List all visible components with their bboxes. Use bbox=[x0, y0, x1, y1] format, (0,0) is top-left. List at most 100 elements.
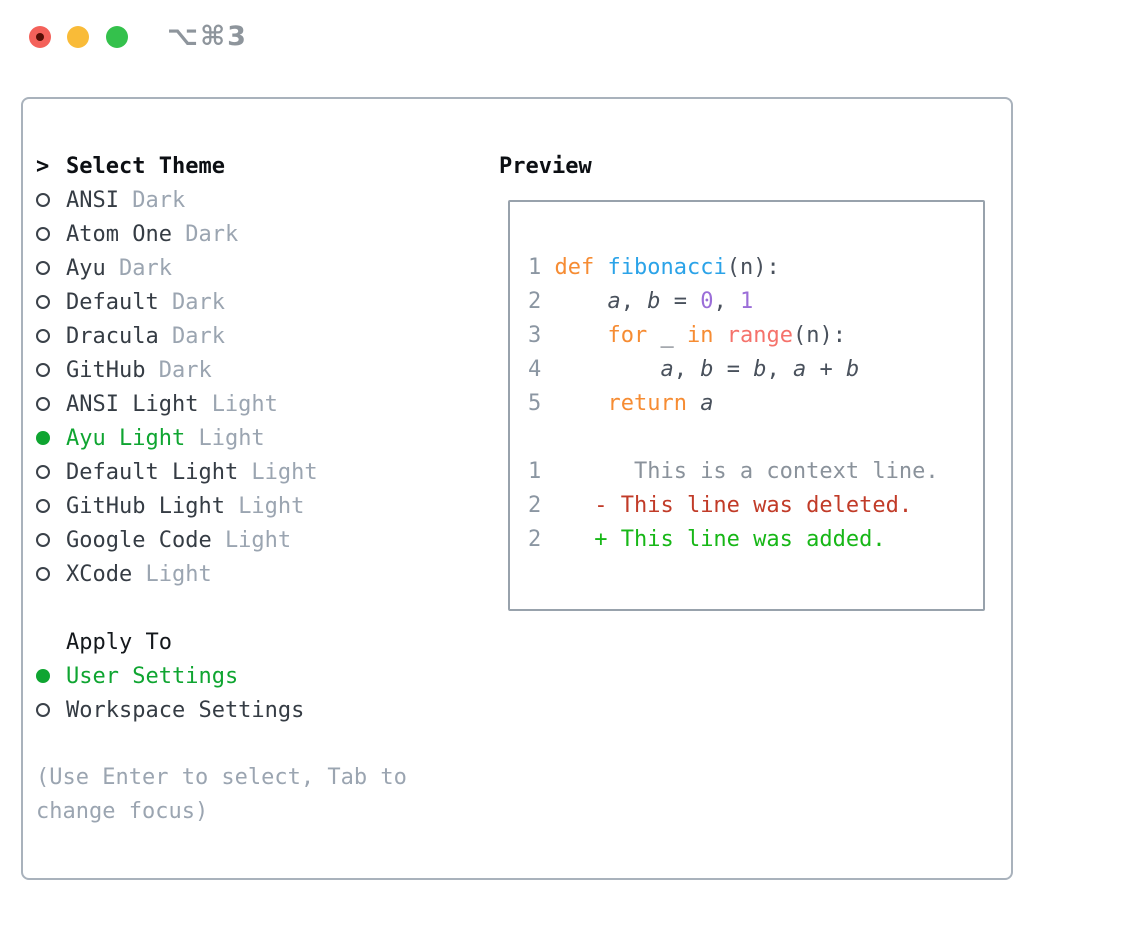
variant-tag: Dark bbox=[185, 221, 239, 247]
radio-marker bbox=[36, 261, 66, 275]
theme-option[interactable]: Google Code Light bbox=[36, 523, 318, 557]
apply-to-title: Apply To bbox=[66, 629, 172, 655]
radio-marker bbox=[36, 499, 66, 513]
radio-marker bbox=[36, 567, 66, 581]
option-label: User Settings bbox=[66, 663, 239, 689]
radio-unselected-icon bbox=[36, 193, 50, 207]
diff-text: - This line was deleted. bbox=[541, 493, 913, 518]
variant-tag: Dark bbox=[171, 323, 225, 349]
code-line: 5 return a bbox=[528, 391, 714, 416]
option-label: ANSI Light bbox=[66, 391, 199, 417]
option-label: Workspace Settings bbox=[66, 697, 305, 723]
code-line: 4 a, b = b, a + b bbox=[528, 357, 860, 382]
variant-tag: Light bbox=[145, 561, 212, 587]
variant-tag: Dark bbox=[118, 255, 172, 281]
preview-title: Preview bbox=[499, 153, 592, 179]
radio-marker bbox=[36, 533, 66, 547]
theme-list-header: > Select Theme bbox=[36, 149, 318, 183]
radio-unselected-icon bbox=[36, 363, 50, 377]
radio-unselected-icon bbox=[36, 533, 50, 547]
diff-line-deleted: 2 - This line was deleted. bbox=[528, 489, 983, 523]
variant-tag: Dark bbox=[132, 187, 186, 213]
radio-selected-icon bbox=[36, 669, 50, 683]
radio-unselected-icon bbox=[36, 227, 50, 241]
theme-list-title: Select Theme bbox=[66, 153, 225, 179]
window-title: ⌥⌘3 bbox=[167, 21, 248, 52]
radio-marker bbox=[36, 703, 66, 717]
line-number: 1 bbox=[528, 459, 542, 484]
variant-tag: Light bbox=[238, 493, 305, 519]
radio-marker bbox=[36, 669, 66, 683]
line-number: 2 bbox=[528, 527, 542, 552]
line-number: 1 bbox=[528, 255, 555, 280]
close-dot-icon bbox=[36, 33, 44, 41]
variant-tag: Dark bbox=[171, 289, 225, 315]
radio-unselected-icon bbox=[36, 295, 50, 309]
option-label: Dracula bbox=[66, 323, 159, 349]
radio-marker bbox=[36, 397, 66, 411]
theme-option[interactable]: Default Dark bbox=[36, 285, 318, 319]
line-number: 3 bbox=[528, 323, 555, 348]
radio-marker bbox=[36, 329, 66, 343]
focus-arrow-icon: > bbox=[36, 153, 50, 179]
radio-unselected-icon bbox=[36, 261, 50, 275]
line-number: 2 bbox=[528, 289, 555, 314]
zoom-button[interactable] bbox=[106, 26, 128, 48]
theme-option[interactable]: Atom One Dark bbox=[36, 217, 318, 251]
theme-option[interactable]: GitHub Light Light bbox=[36, 489, 318, 523]
option-label: XCode bbox=[66, 561, 133, 587]
radio-marker bbox=[36, 465, 66, 479]
option-label: Default bbox=[66, 289, 159, 315]
line-number: 4 bbox=[528, 357, 555, 382]
minimize-button[interactable] bbox=[67, 26, 89, 48]
option-label: Ayu Light bbox=[66, 425, 186, 451]
close-button[interactable] bbox=[29, 26, 51, 48]
theme-option[interactable]: XCode Light bbox=[36, 557, 318, 591]
radio-unselected-icon bbox=[36, 397, 50, 411]
option-label: Ayu bbox=[66, 255, 106, 281]
titlebar: ⌥⌘3 bbox=[0, 0, 1140, 76]
apply-to-option[interactable]: User Settings bbox=[36, 659, 304, 693]
theme-option[interactable]: Dracula Dark bbox=[36, 319, 318, 353]
radio-unselected-icon bbox=[36, 465, 50, 479]
option-label: GitHub Light bbox=[66, 493, 225, 519]
radio-selected-icon bbox=[36, 431, 50, 445]
option-label: Atom One bbox=[66, 221, 172, 247]
line-number: 2 bbox=[528, 493, 542, 518]
theme-option[interactable]: Ayu Dark bbox=[36, 251, 318, 285]
apply-to-option[interactable]: Workspace Settings bbox=[36, 693, 304, 727]
theme-option[interactable]: ANSI Light Light bbox=[36, 387, 318, 421]
radio-marker bbox=[36, 363, 66, 377]
radio-unselected-icon bbox=[36, 703, 50, 717]
diff-line-context: 1 This is a context line. bbox=[528, 455, 983, 489]
hint-text: (Use Enter to select, Tab to change focu… bbox=[36, 765, 407, 824]
diff-text: This is a context line. bbox=[541, 459, 939, 484]
radio-unselected-icon bbox=[36, 499, 50, 513]
diff-line-added: 2 + This line was added. bbox=[528, 523, 983, 557]
variant-tag: Dark bbox=[158, 357, 212, 383]
radio-marker bbox=[36, 431, 66, 445]
radio-marker bbox=[36, 295, 66, 309]
apply-to-header: Apply To bbox=[36, 625, 304, 659]
option-label: Google Code bbox=[66, 527, 212, 553]
option-label: Default Light bbox=[66, 459, 239, 485]
radio-unselected-icon bbox=[36, 567, 50, 581]
code-line: 3 for _ in range(n): bbox=[528, 323, 846, 348]
blank-line bbox=[528, 421, 983, 455]
variant-tag: Light bbox=[211, 391, 278, 417]
radio-marker bbox=[36, 193, 66, 207]
radio-unselected-icon bbox=[36, 329, 50, 343]
variant-tag: Light bbox=[224, 527, 292, 553]
radio-marker bbox=[36, 227, 66, 241]
diff-text: + This line was added. bbox=[541, 527, 886, 552]
code-line: 1 def fibonacci(n): bbox=[528, 255, 780, 280]
